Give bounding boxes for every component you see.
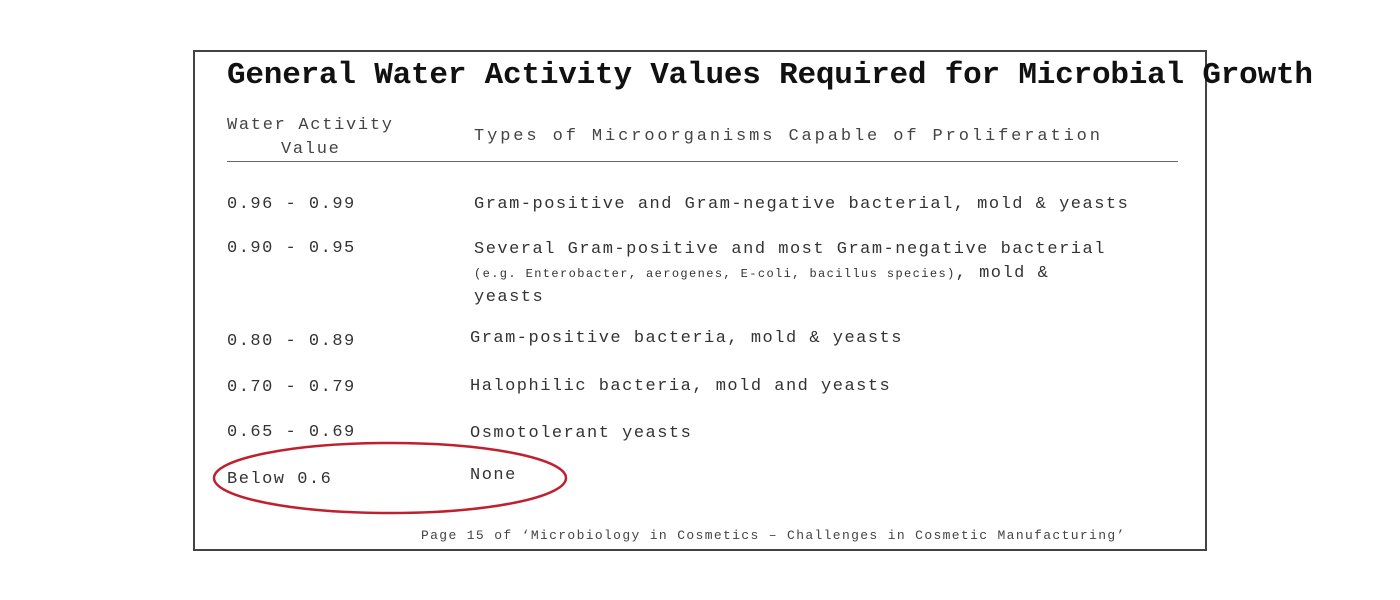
row-value: 0.96 - 0.99 xyxy=(227,195,356,214)
header-types: Types of Microorganisms Capable of Proli… xyxy=(474,127,1103,146)
row-value: 0.70 - 0.79 xyxy=(227,378,356,397)
row-types: None xyxy=(470,466,517,485)
row-types: Gram-positive and Gram-negative bacteria… xyxy=(474,195,1130,214)
row-value: 0.90 - 0.95 xyxy=(227,239,356,258)
header-value: Value xyxy=(281,140,341,159)
header-divider xyxy=(227,161,1178,162)
row-types-note: (e.g. Enterobacter, aerogenes, E-coli, b… xyxy=(474,267,956,281)
row-types-line3: yeasts xyxy=(474,288,545,307)
row-types-line2: (e.g. Enterobacter, aerogenes, E-coli, b… xyxy=(474,264,1049,283)
row-types: Osmotolerant yeasts xyxy=(470,424,693,443)
row-types: Gram-positive bacteria, mold & yeasts xyxy=(470,329,903,348)
row-types-cont: , mold & xyxy=(955,264,1050,283)
row-types: Several Gram-positive and most Gram-nega… xyxy=(474,240,1106,259)
highlight-ellipse xyxy=(212,441,568,515)
header-water-activity: Water Activity xyxy=(227,116,394,135)
row-value: 0.80 - 0.89 xyxy=(227,332,356,351)
document-frame xyxy=(193,50,1207,551)
row-value: Below 0.6 xyxy=(227,470,333,489)
page-title: General Water Activity Values Required f… xyxy=(227,58,1313,93)
row-value: 0.65 - 0.69 xyxy=(227,423,356,442)
row-types: Halophilic bacteria, mold and yeasts xyxy=(470,377,892,396)
page-footer: Page 15 of ‘Microbiology in Cosmetics – … xyxy=(421,528,1126,543)
